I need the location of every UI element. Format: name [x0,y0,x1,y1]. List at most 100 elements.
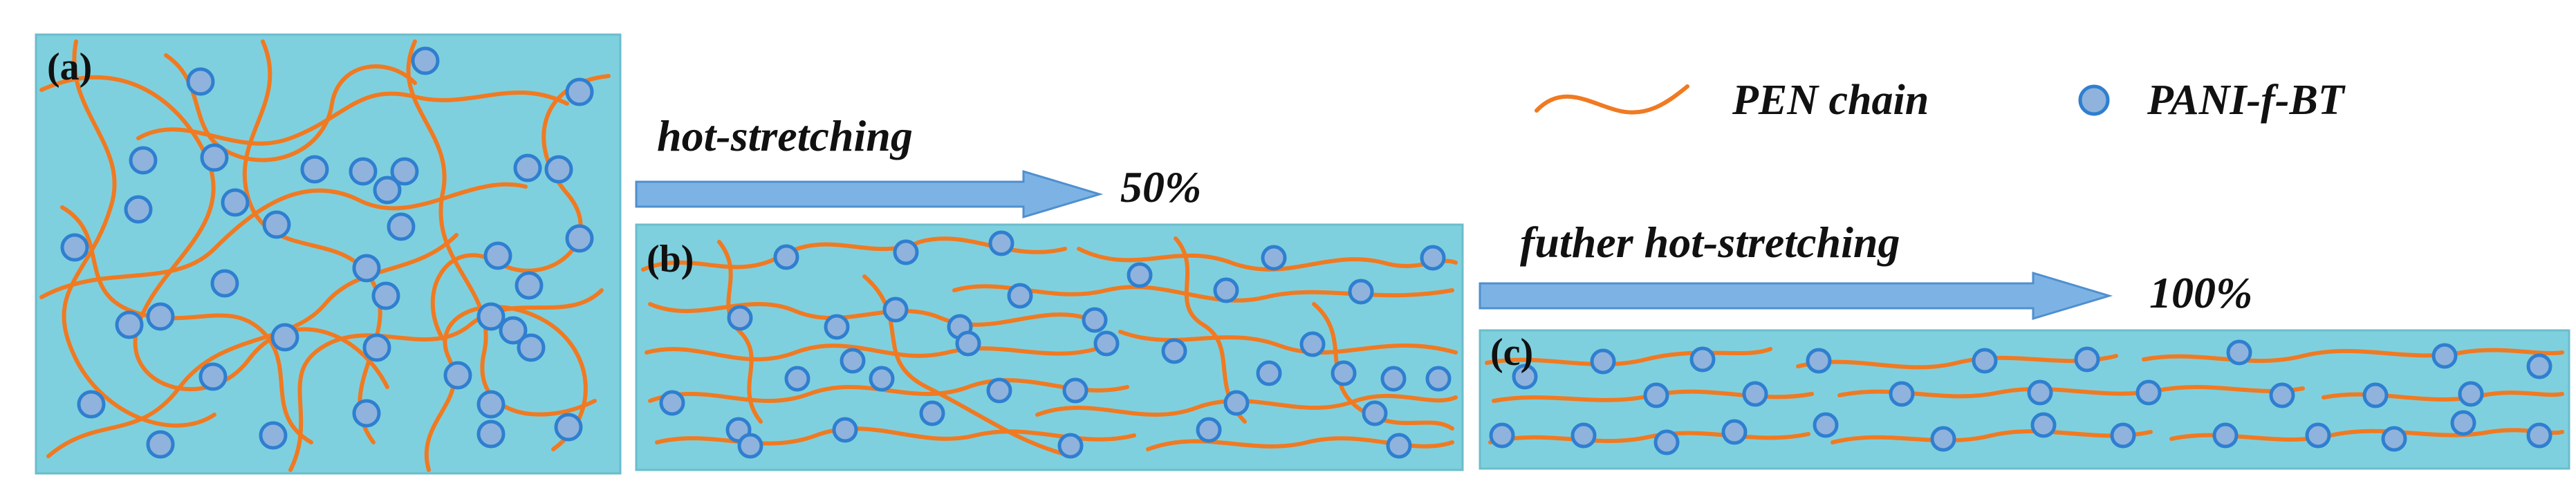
pen-chain [1174,236,1247,424]
pani-f-bt-particle [1057,433,1084,459]
pani-f-bt-particle [476,420,506,449]
pani-f-bt-particle [988,230,1014,256]
pani-f-bt-particle [1062,377,1088,404]
stretch-arrow-2 [1479,271,2113,321]
pani-f-bt-particle [1362,400,1388,426]
pani-f-bt-particle [1689,346,1716,373]
pani-f-bt-particle [784,366,810,392]
pani-f-bt-particle [773,244,799,270]
pani-f-bt-particle [1261,245,1287,271]
pani-f-bt-particle [221,188,250,217]
pen-chain [1035,393,1458,417]
pani-f-bt-particle [210,269,239,298]
pani-f-bt-particle [2431,343,2458,369]
pen-chain [1077,247,1458,272]
pen-chain [430,74,611,341]
legend: PEN chain PANI-f-BT [1535,77,2346,124]
pen-chain [1488,431,1810,444]
pen-chain [648,302,1088,327]
pani-f-bt-particle [186,67,215,96]
pani-f-bt-particle [1653,429,1680,455]
pani-f-bt-particle [1512,364,1538,390]
pani-f-bt-particle [832,417,858,443]
pani-f-bt-particle [411,46,440,75]
pen-chain [1831,429,2153,444]
pani-f-bt-particle [1299,331,1326,357]
panel-b-label: (b) [647,238,694,281]
pani-f-bt-particle [2074,346,2100,373]
pani-f-bt-particle [1386,433,1412,459]
pani-f-bt-particle [300,155,329,184]
pani-f-bt-particle [1348,279,1374,305]
pen-chain [2142,348,2564,364]
stretch-strain-label-1: 50% [1120,162,1201,211]
pen-chain [242,39,382,444]
pani-f-bt-particle [270,323,299,352]
pani-f-bt-particle [1742,381,1768,407]
pani-f-bt-particle [1161,338,1187,364]
panel-a: (a) [35,33,622,475]
pani-f-bt-particle [554,413,583,442]
pani-f-bt-particle [2526,422,2552,449]
pani-f-bt-particle [1007,283,1033,309]
panel-a-particles [60,46,594,459]
pani-f-bt-particle [1972,348,1998,374]
pani-f-bt-particle [517,333,546,362]
pani-f-bt-particle [869,366,895,392]
pani-f-bt-particle [443,361,472,390]
pani-f-bt-particle [1127,262,1153,288]
pen-chain [62,39,216,428]
pani-f-bt-particle [1570,422,1597,449]
pani-f-bt-particle [565,77,594,106]
legend-chain-label: PEN chain [1732,77,1929,124]
pani-f-bt-particle [2030,412,2057,438]
panel-a-matrix [35,33,622,475]
pani-f-bt-particle [1889,381,1915,407]
pen-chain [46,233,458,458]
pani-f-bt-particle [349,157,378,186]
panel-c: (c) [1479,329,2570,470]
pani-f-bt-particle [2212,422,2239,449]
pani-f-bt-particle [544,155,573,184]
pani-f-bt-particle [390,157,419,186]
panel-a-chains [39,39,611,472]
pani-f-bt-particle [1196,417,1222,443]
pani-f-bt-particle [476,302,506,331]
pen-chain [288,288,604,472]
pen-chain [424,305,588,472]
pani-f-bt-particle [2269,382,2295,408]
pani-f-bt-particle [513,153,542,182]
pani-f-bt-particle [659,390,685,416]
pani-f-bt-particle [373,176,402,205]
pani-f-bt-particle [737,433,763,459]
pani-f-bt-particle [2135,379,2162,406]
pani-f-bt-particle [1930,426,1956,452]
pani-f-bt-particle [893,239,919,265]
pani-f-bt-particle [362,333,391,362]
pani-f-bt-particle [146,302,175,331]
pani-f-bt-particle [824,314,850,340]
pani-f-bt-particle [1213,277,1239,303]
pani-f-bt-particle [1643,382,1669,408]
pani-f-bt-particle [2226,339,2252,366]
pen-chain [1837,385,2305,399]
pani-f-bt-particle [1331,360,1357,386]
pani-f-bt-particle [565,224,594,253]
pani-f-bt-particle [1721,419,1748,445]
panel-b-particles [659,230,1452,459]
pani-f-bt-particle [483,241,512,270]
pen-chain [645,343,1109,361]
pani-f-bt-particle [499,316,528,345]
stretch-step-1: hot-stretching 50% [635,111,1201,219]
pani-f-bt-particle [60,233,89,262]
pen-chain [1485,347,1772,367]
panel-b: (b) [635,223,1464,471]
pani-f-bt-particle [1813,412,1839,438]
legend-chain-swatch [1535,84,1689,115]
pen-chain [60,205,313,444]
stretch-step-2: futher hot-stretching 100% [1479,218,2252,321]
pani-f-bt-particle [515,271,544,300]
pani-f-bt-particle [200,143,229,172]
pen-chain [39,182,528,299]
pani-f-bt-particle [1082,307,1108,333]
